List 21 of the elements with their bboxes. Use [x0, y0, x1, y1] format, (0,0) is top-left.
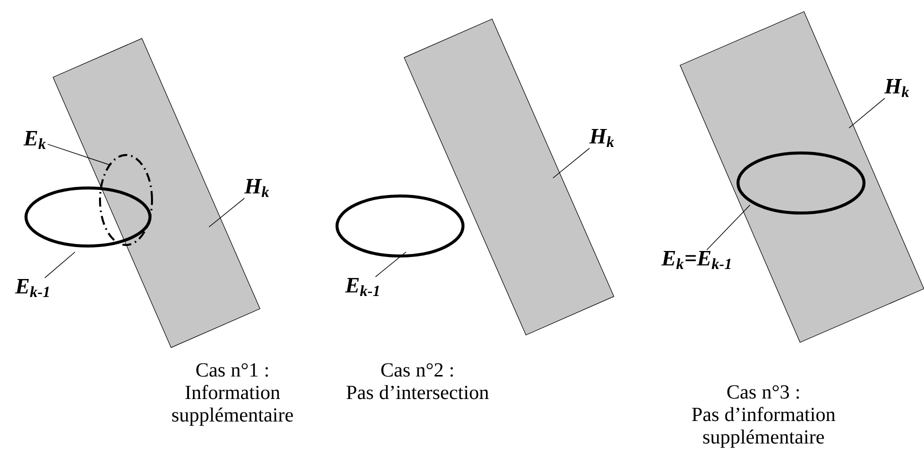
caption-text: Cas n°3 : Pas d’information supplémentaire: [692, 385, 836, 448]
leader-line: [47, 144, 110, 166]
leader-line: [552, 148, 590, 178]
caption-text: Cas n°2 : Pas d’intersection: [346, 363, 489, 400]
math-label: E$_{k-1}$: [15, 279, 49, 297]
math-label: H$_{k}$: [589, 129, 614, 147]
leader-line: [375, 252, 406, 278]
ellipse: [736, 152, 866, 214]
ellipse: [24, 186, 152, 248]
leader-line: [208, 198, 245, 228]
math-label: E$_{k}$: [23, 131, 46, 149]
math-label: E$_{k}$=E$_{k-1}$: [661, 251, 730, 269]
leader-line: [848, 98, 886, 128]
ellipse: [336, 194, 464, 258]
leader-line: [706, 204, 750, 250]
math-label: H$_{k}$: [884, 79, 910, 97]
caption-text: Cas n°1 : Information supplémentaire: [172, 363, 293, 426]
hatched-band: [404, 18, 614, 336]
math-label: E$_{k-1}$: [345, 278, 379, 296]
math-label: H$_{k}$: [244, 179, 270, 197]
leader-line: [44, 252, 76, 278]
